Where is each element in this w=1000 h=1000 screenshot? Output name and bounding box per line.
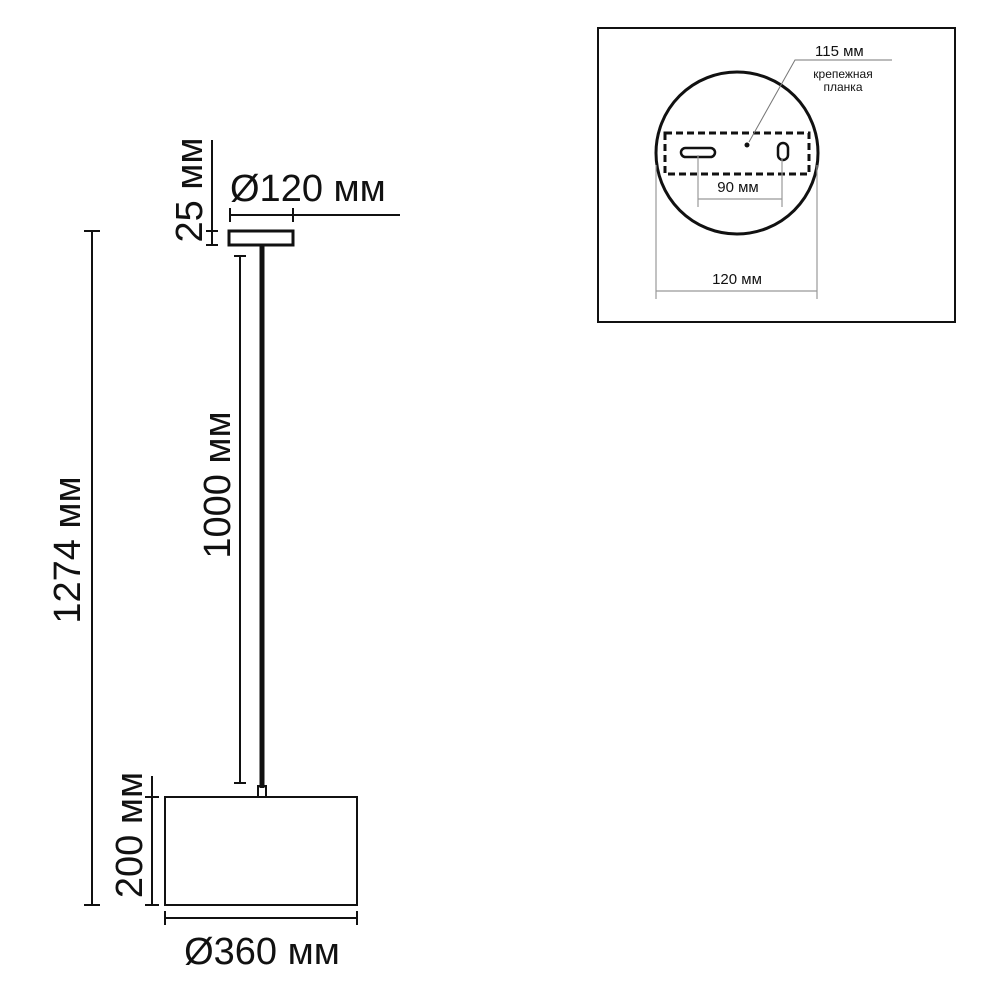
canopy-top-circle [654, 70, 820, 236]
cord-length-dimension [234, 255, 246, 784]
top-diameter-label: 120 мм [712, 271, 762, 288]
top-diameter-dimension [655, 165, 818, 299]
leader-line [748, 59, 892, 143]
bracket-label-line1: крепежная [813, 67, 872, 81]
hole-spacing-label: 90 мм [717, 179, 758, 196]
shade-height-dimension [145, 776, 159, 906]
bracket-length-label: 115 мм [815, 43, 864, 60]
total-height-label: 1274 мм [47, 476, 89, 623]
shade-diameter-label: Ø360 мм [184, 931, 340, 973]
canopy [227, 229, 295, 247]
bracket-label-line2: планка [824, 80, 863, 94]
top-view-inset [597, 27, 956, 323]
canopy-diameter-label: Ø120 мм [230, 168, 386, 210]
side-view [84, 140, 400, 925]
center-dot [744, 142, 750, 148]
slot-right [776, 141, 790, 162]
shade [164, 796, 358, 906]
shade-height-label: 200 мм [109, 772, 151, 898]
hole-spacing-dimension [697, 155, 783, 207]
canopy-height-dimension [206, 140, 218, 246]
canopy-height-label: 25 мм [169, 137, 211, 242]
shade-diameter-dimension [164, 911, 358, 925]
cord-length-label: 1000 мм [197, 411, 239, 558]
canopy-diameter-dimension [229, 208, 400, 222]
mounting-bracket [663, 131, 811, 176]
total-height-dimension [84, 230, 100, 906]
